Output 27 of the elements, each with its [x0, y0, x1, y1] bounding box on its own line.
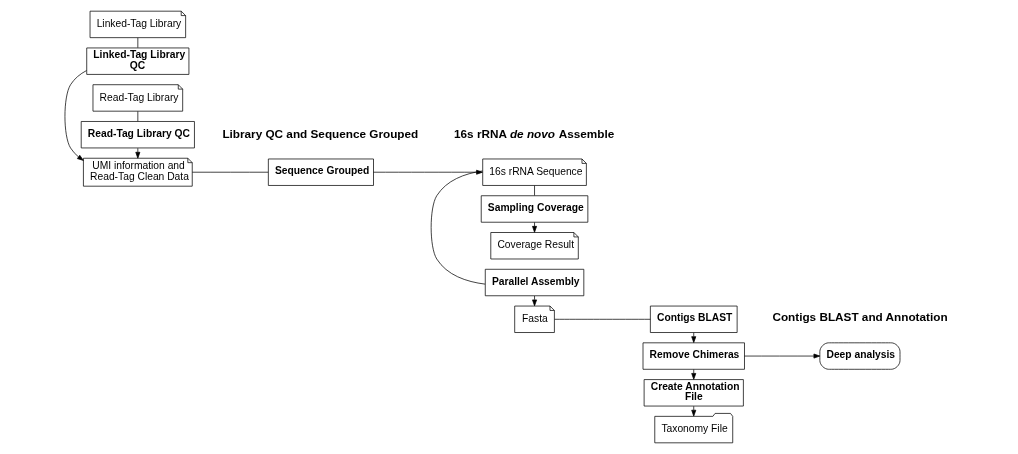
connector: [553, 318, 651, 320]
node-box: Sampling Coverage: [480, 195, 588, 223]
connector: [136, 37, 138, 49]
node-box: Sequence Grouped: [267, 158, 374, 186]
label: Contigs BLAST and Annotation: [771, 310, 948, 324]
arrow: [134, 147, 140, 159]
connector: [430, 170, 485, 285]
arrow: [372, 169, 483, 175]
node-box: Remove Chimeras: [642, 342, 745, 370]
connector: [191, 171, 268, 173]
arrow: [743, 353, 820, 359]
arrow: [690, 405, 696, 417]
node-box: Deep analysis: [819, 342, 900, 370]
node-box: Create Annotation File: [643, 379, 744, 407]
node-box: Contigs BLAST: [649, 305, 737, 333]
arrow: [531, 295, 537, 307]
arrow: [690, 369, 696, 380]
node-box: Parallel Assembly: [484, 268, 584, 297]
node-box: Linked-Tag Library QC: [85, 47, 189, 75]
connector: [136, 111, 138, 122]
label: 16s rRNA de novo Assemble: [453, 126, 614, 140]
arrow: [64, 70, 87, 161]
arrow: [531, 222, 537, 233]
node-box: Read-Tag Library QC: [80, 121, 195, 149]
label: Library QC and Sequence Grouped: [221, 126, 418, 140]
connector: [533, 185, 535, 196]
arrow: [690, 332, 696, 343]
